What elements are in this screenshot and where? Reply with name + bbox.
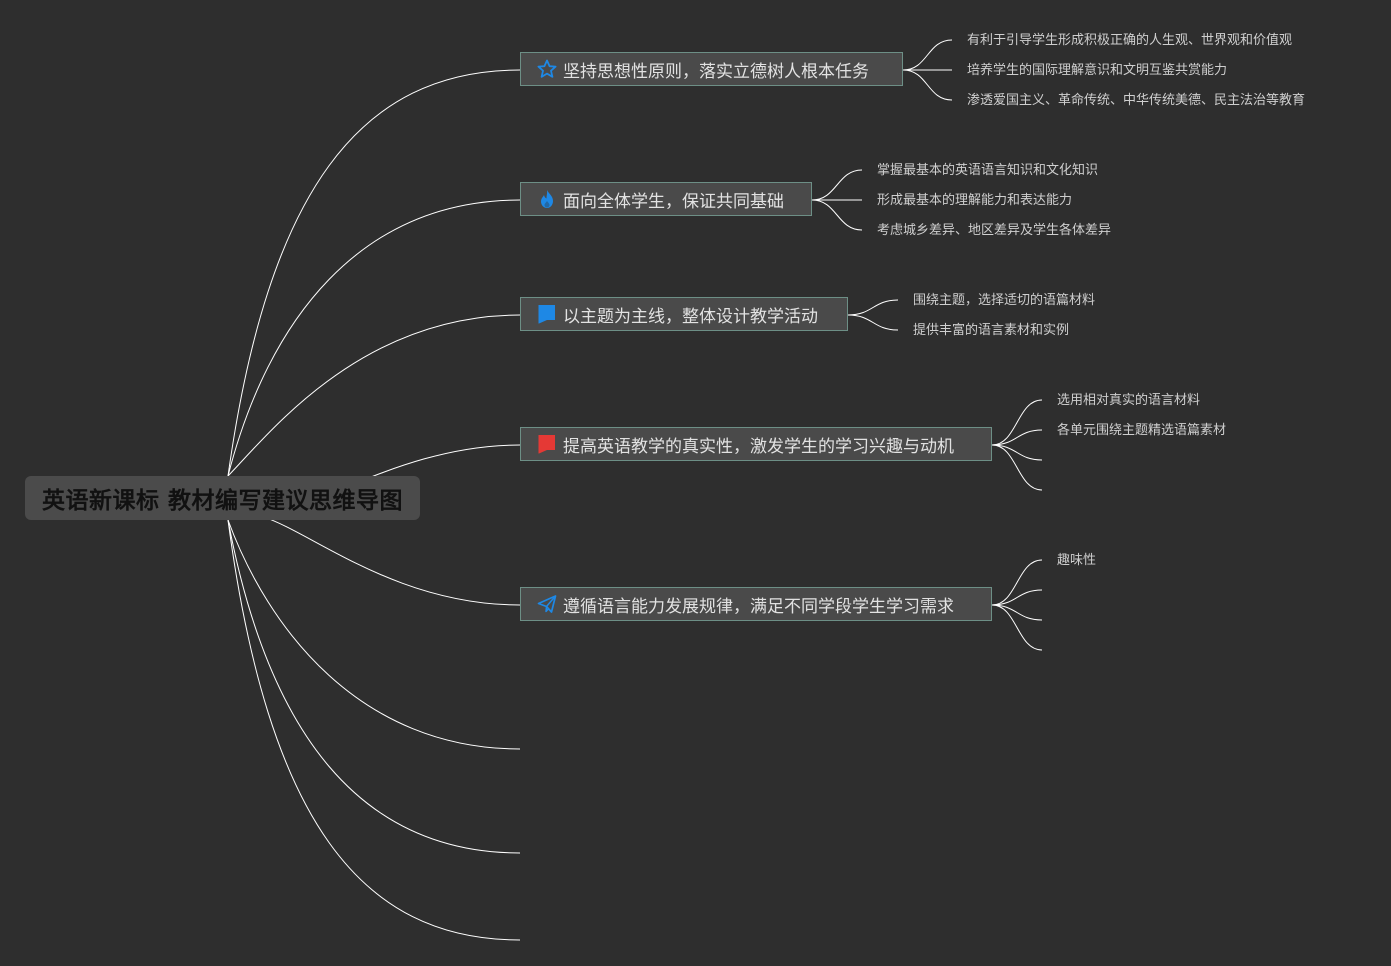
leaf-topic[interactable]: 围绕主题，选择适切的语篇材料 [913, 293, 1096, 308]
main-branch-connector [227, 519, 521, 750]
leaf-topic[interactable]: 有利于引导学生形成积极正确的人生观、世界观和价值观 [967, 33, 1293, 48]
branch-topic-theme-mainline[interactable]: 以主题为主线，整体设计教学活动 [520, 297, 848, 331]
main-branch-connector [227, 199, 521, 477]
root-topic[interactable]: 英语新课标 教材编写建议思维导图 [25, 476, 420, 520]
leaf-topic[interactable]: 掌握最基本的英语语言知识和文化知识 [877, 163, 1099, 178]
leaf-connector [902, 69, 953, 101]
main-branch-connector [227, 519, 521, 854]
leaf-connector [902, 39, 953, 71]
branch-topic-all-students[interactable]: 面向全体学生，保证共同基础 [520, 182, 812, 216]
root-topic-label: 英语新课标 教材编写建议思维导图 [41, 488, 403, 514]
main-branch-connector [227, 519, 521, 941]
branch-label: 以主题为主线，整体设计教学活动 [563, 306, 818, 327]
leaf-topic[interactable]: 趣味性 [1057, 553, 1097, 568]
leaf-connector [991, 429, 1043, 446]
leaf-connector [991, 559, 1043, 606]
red-flag-icon [537, 434, 557, 454]
branch-label: 坚持思想性原则，落实立德树人根本任务 [563, 61, 869, 82]
leaf-topic[interactable]: 各单元围绕主题精选语篇素材 [1057, 423, 1227, 438]
branch-topic-development-law[interactable]: 遵循语言能力发展规律，满足不同学段学生学习需求 [520, 587, 992, 621]
blue-flag-icon [537, 304, 557, 324]
leaf-topic[interactable]: 形成最基本的理解能力和表达能力 [877, 193, 1073, 208]
leaf-connector [991, 589, 1043, 606]
leaf-connector [991, 444, 1043, 461]
leaf-connector [811, 169, 863, 201]
leaf-connector [847, 314, 899, 331]
branch-label: 面向全体学生，保证共同基础 [563, 191, 784, 212]
branch-label: 提高英语教学的真实性，激发学生的学习兴趣与动机 [563, 436, 954, 457]
leaf-connector [991, 399, 1043, 446]
leaf-connector [811, 199, 863, 231]
branch-topic-authenticity[interactable]: 提高英语教学的真实性，激发学生的学习兴趣与动机 [520, 427, 992, 461]
leaf-topic[interactable]: 培养学生的国际理解意识和文明互鉴共赏能力 [967, 63, 1228, 78]
leaf-connector [991, 604, 1043, 651]
branch-topic-ideology[interactable]: 坚持思想性原则，落实立德树人根本任务 [520, 52, 903, 86]
paper-plane-icon [537, 594, 557, 614]
leaf-topic[interactable]: 渗透爱国主义、革命传统、中华传统美德、民主法治等教育 [967, 93, 1306, 108]
leaf-connector [991, 444, 1043, 491]
main-branch-connector [227, 314, 521, 477]
leaf-topic[interactable]: 提供丰富的语言素材和实例 [913, 323, 1070, 338]
leaf-topic[interactable]: 选用相对真实的语言材料 [1057, 393, 1201, 408]
flame-icon [537, 189, 557, 209]
star-outline-icon [537, 59, 557, 79]
branch-label: 遵循语言能力发展规律，满足不同学段学生学习需求 [563, 596, 954, 617]
leaf-topic[interactable]: 考虑城乡差异、地区差异及学生各体差异 [877, 223, 1112, 238]
leaf-connector [847, 299, 899, 316]
main-branch-connector [227, 69, 521, 477]
leaf-connector [991, 604, 1043, 621]
main-branch-connector [227, 513, 521, 606]
